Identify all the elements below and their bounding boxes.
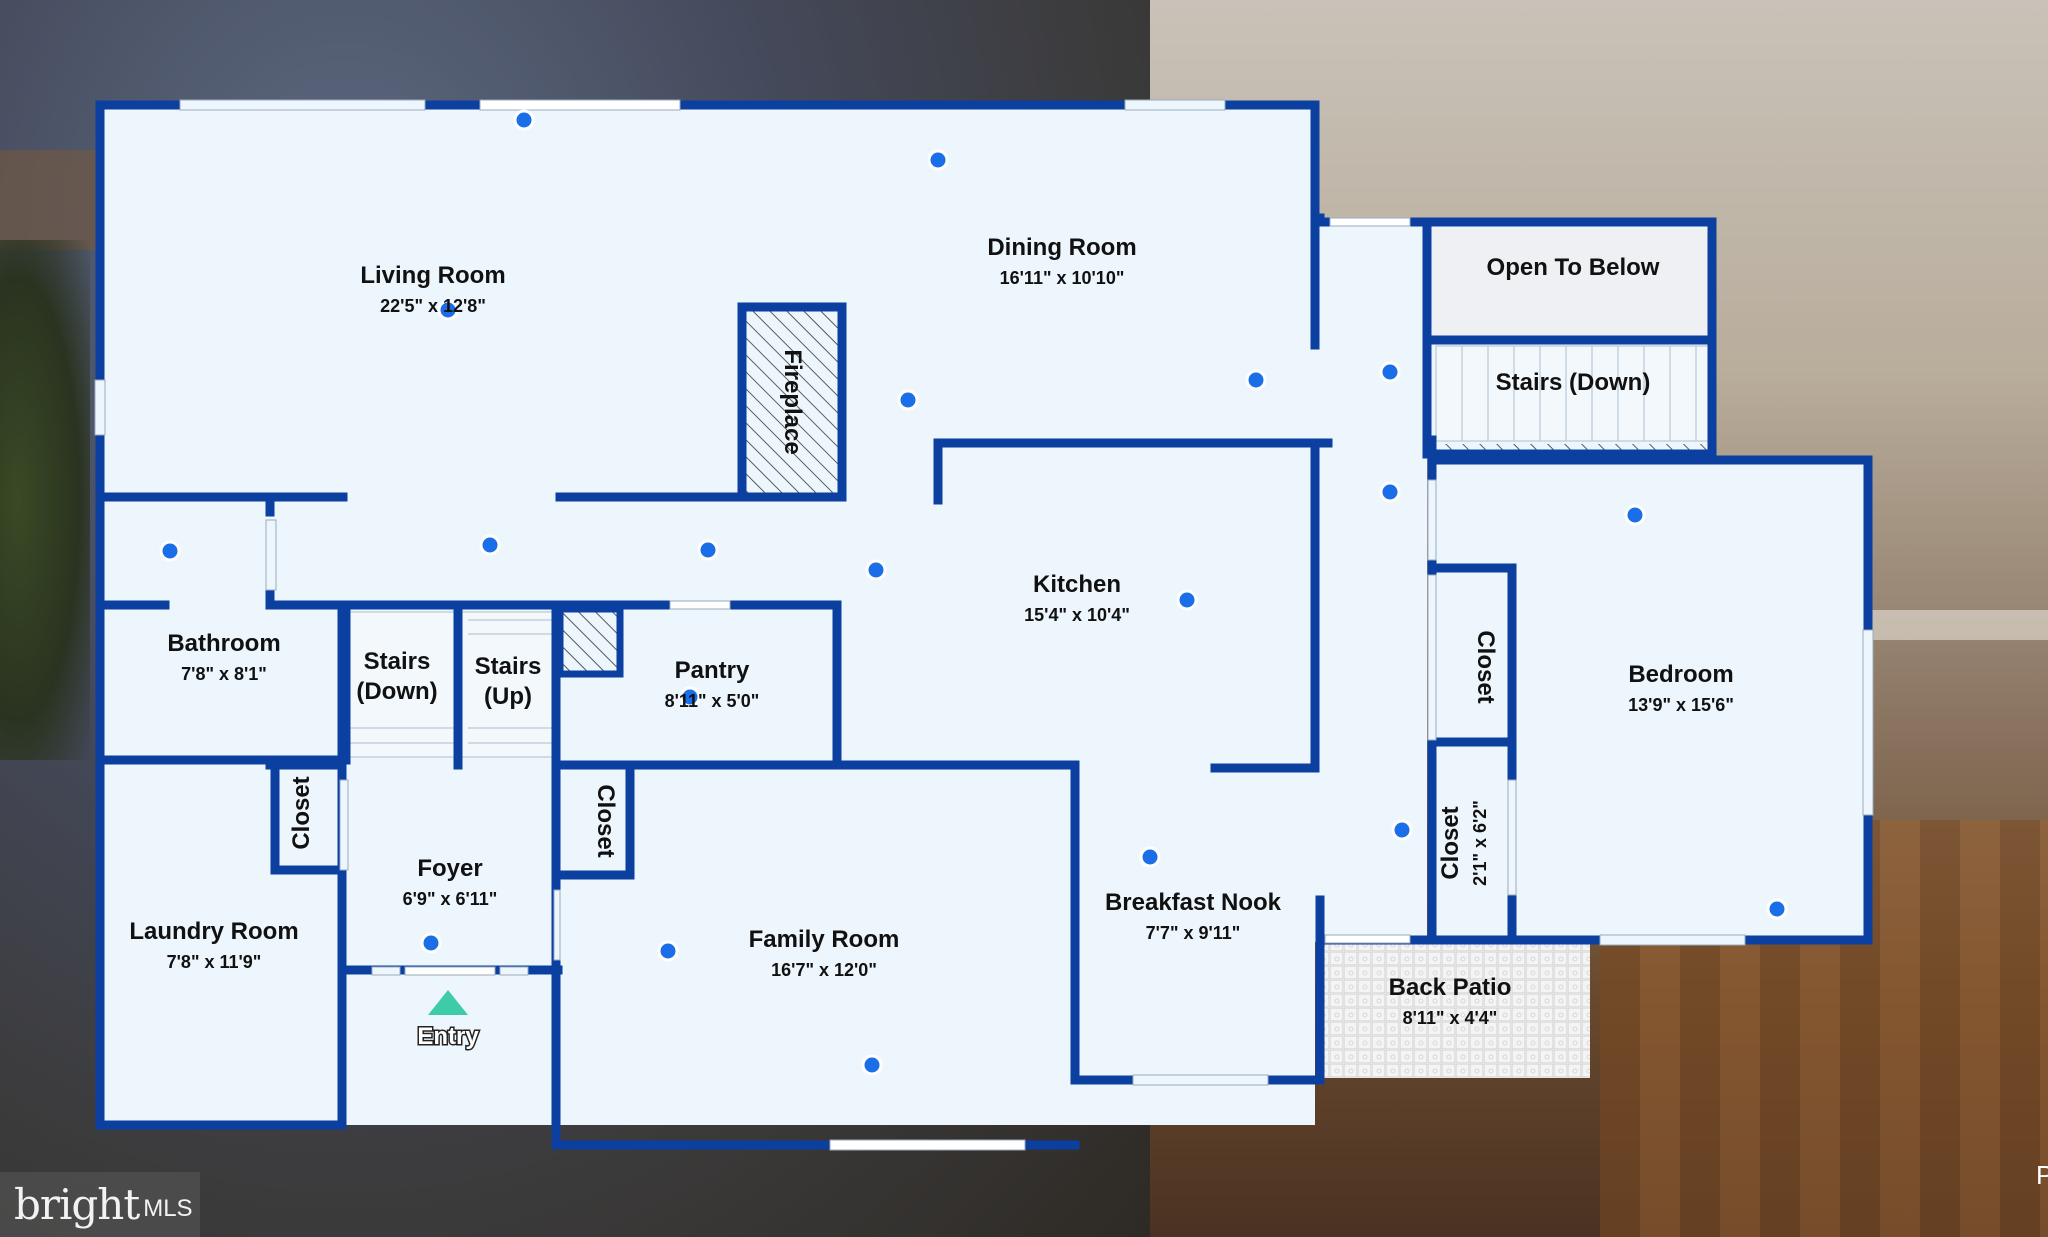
stairs-down-left-line2: (Down)	[356, 678, 437, 705]
fireplace-label: Fireplace	[779, 349, 806, 454]
laundry-room-label: Laundry Room	[129, 918, 298, 945]
entry-label: Entry	[417, 1023, 479, 1050]
stairs-down-right-treads	[1435, 345, 1713, 442]
background-roof	[0, 150, 110, 250]
closet-left-label: Closet	[288, 776, 315, 849]
bathroom-label: Bathroom	[167, 630, 280, 657]
stairs-down-right-label: Stairs (Down)	[1496, 369, 1651, 396]
pantry-label: Pantry	[675, 657, 750, 684]
bedroom-dims: 13'9" x 15'6"	[1628, 695, 1734, 715]
kitchen-dims: 15'4" x 10'4"	[1024, 605, 1130, 625]
fireplace-hearth	[737, 302, 847, 502]
laundry-floor	[100, 960, 342, 1125]
stairs-down-left-line1: Stairs	[364, 648, 431, 675]
breakfast-nook-dims: 7'7" x 9'11"	[1146, 923, 1241, 943]
logo-suffix-text: MLS	[143, 1194, 193, 1222]
dining-room-label: Dining Room	[987, 234, 1136, 261]
foyer-dims: 6'9" x 6'11"	[403, 889, 498, 909]
back-patio-dims: 8'11" x 4'4"	[1403, 1008, 1498, 1028]
closet-mid-label: Closet	[592, 784, 619, 857]
living-room-dims: 22'5" x 12'8"	[380, 296, 486, 316]
bathroom-dims: 7'8" x 8'1"	[181, 664, 267, 684]
logo-brand-text: bright	[14, 1180, 140, 1229]
laundry-room-dims: 7'8" x 11'9"	[167, 952, 262, 972]
back-patio-floor	[1320, 943, 1590, 1078]
background-tree	[0, 240, 90, 760]
closet-right-upper-label: Closet	[1472, 630, 1499, 703]
closet-right-lower-dims: 2'1" x 6'2"	[1470, 800, 1490, 886]
bedroom-label: Bedroom	[1628, 661, 1733, 688]
dining-room-dims: 16'11" x 10'10"	[1000, 268, 1125, 288]
background-shelf	[1870, 610, 2048, 640]
window-openings	[94, 99, 1874, 1151]
open-to-below-label: Open To Below	[1487, 254, 1660, 281]
pantry-dims: 8'11" x 5'0"	[665, 691, 760, 711]
bright-mls-logo: bright MLS	[0, 1172, 200, 1237]
family-room-label: Family Room	[749, 926, 900, 953]
breakfast-nook-label: Breakfast Nook	[1105, 889, 1282, 916]
open-to-below-area	[1432, 228, 1712, 338]
family-room-dims: 16'7" x 12'0"	[771, 960, 877, 980]
kitchen-label: Kitchen	[1033, 571, 1121, 598]
back-patio-label: Back Patio	[1389, 974, 1512, 1001]
foyer-label: Foyer	[417, 855, 482, 882]
closet-right-lower-label: Closet	[1437, 806, 1464, 879]
pantry-shaft	[556, 605, 624, 678]
entry-marker-icon	[428, 990, 468, 1015]
stairs-up-line1: Stairs	[475, 653, 542, 680]
hotspots	[159, 109, 1788, 1076]
corner-text: P	[2036, 1160, 2048, 1190]
living-room-label: Living Room	[360, 262, 505, 289]
stairs-up-line2: (Up)	[484, 683, 532, 710]
